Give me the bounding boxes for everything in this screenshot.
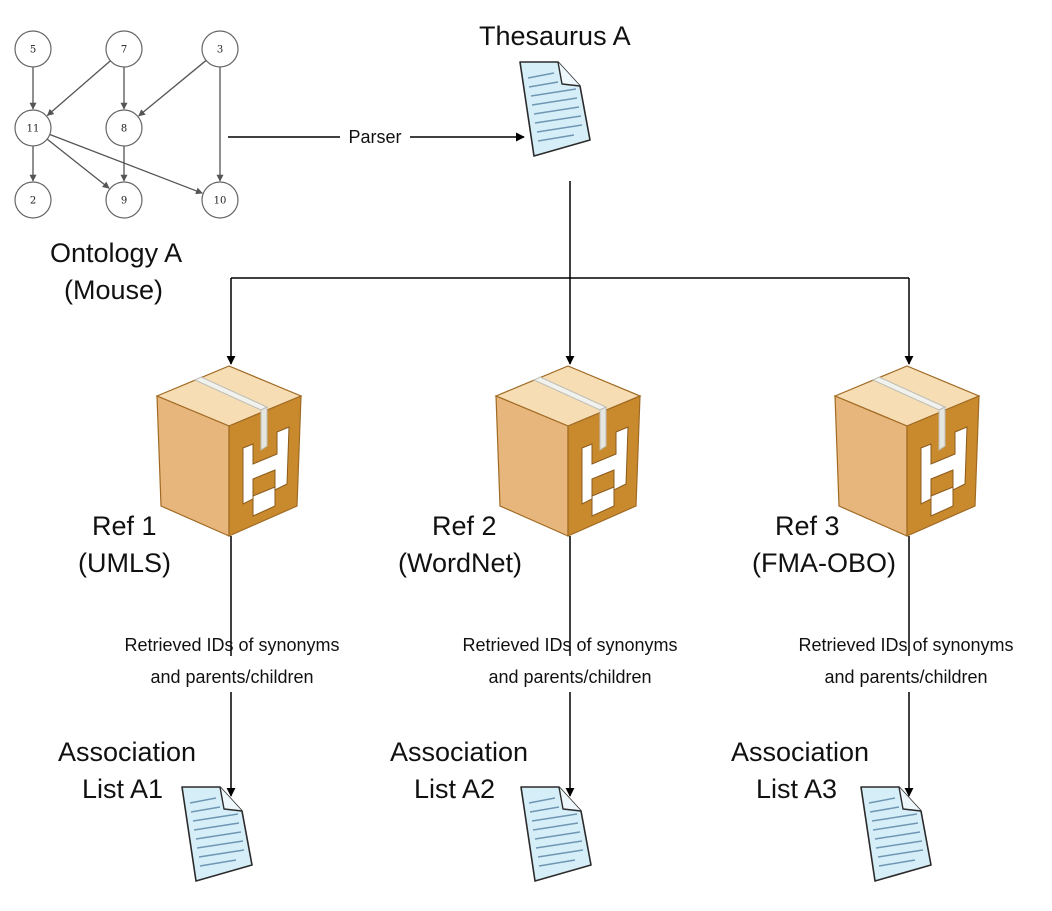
ontology-node: 5 [14,30,52,68]
ontology-node-label: 3 [217,45,223,56]
reference-box-icon [495,365,641,537]
ontology-edge [46,60,111,117]
ontology-node-circle [14,109,52,147]
ontology-subtitle: (Mouse) [64,275,163,305]
ontology-node-circle [201,181,239,219]
ontology-node-circle [105,30,143,68]
retrieval-label-line1: Retrieved IDs of synonyms [798,635,1013,655]
ontology-node: 11 [14,109,52,147]
reference-box-icon [156,365,302,537]
ontology-node: 2 [14,181,52,219]
reference-source: (FMA-OBO) [752,548,896,578]
ontology-edge [46,138,110,189]
retrieval-label-line2: and parents/children [824,667,987,687]
ontology-node-label: 7 [121,45,127,56]
ontology-node-label: 5 [30,45,36,56]
parser-label: Parser [348,127,401,147]
association-list-subtitle: List A2 [414,774,495,804]
retrieval-label-line2: and parents/children [150,667,313,687]
ontology-node-circle [105,109,143,147]
ontology-edge [138,59,207,117]
reference-name: Ref 2 [432,511,497,541]
thesaurus-title: Thesaurus A [479,21,631,51]
association-list-subtitle: List A3 [756,774,837,804]
ontology-node-label: 11 [27,124,40,135]
reference-3: Ref 3 (FMA-OBO) Retrieved IDs of synonym… [731,365,1014,882]
ontology-node: 10 [201,181,239,219]
reference-2: Ref 2 (WordNet) Retrieved IDs of synonym… [390,365,678,882]
reference-box-icon [834,365,980,537]
ontology-node-circle [14,30,52,68]
ontology-node-circle [201,30,239,68]
reference-name: Ref 3 [775,511,840,541]
association-list-title: Association [390,737,528,767]
ontology-node: 7 [105,30,143,68]
association-list-title: Association [58,737,196,767]
association-list-title: Association [731,737,869,767]
reference-source: (UMLS) [78,548,171,578]
retrieval-label-line1: Retrieved IDs of synonyms [124,635,339,655]
retrieval-label-line2: and parents/children [488,667,651,687]
association-list-document-icon [181,786,253,882]
association-list-document-icon [520,786,592,882]
ontology-node: 3 [201,30,239,68]
association-list-document-icon [860,786,932,882]
thesaurus-document-icon [519,61,591,157]
ontology-edge [49,133,203,195]
ontology-node-circle [105,181,143,219]
ontology-nodes: 5 7 3 11 8 2 9 10 [14,30,239,219]
retrieval-label-line1: Retrieved IDs of synonyms [462,635,677,655]
ontology-node-label: 10 [214,196,227,207]
ontology-node-label: 2 [30,196,36,207]
ontology-graph: 5 7 3 11 8 2 9 10 [14,30,239,219]
ontology-node: 9 [105,181,143,219]
ontology-node-circle [14,181,52,219]
ontology-title: Ontology A [50,238,182,268]
reference-name: Ref 1 [92,511,157,541]
association-list-subtitle: List A1 [82,774,163,804]
ontology-edges [29,59,224,195]
ontology-node-label: 9 [121,196,127,207]
reference-source: (WordNet) [398,548,522,578]
ontology-node-label: 8 [121,124,127,135]
reference-1: Ref 1 (UMLS) Retrieved IDs of synonyms a… [58,365,340,882]
ontology-node: 8 [105,109,143,147]
